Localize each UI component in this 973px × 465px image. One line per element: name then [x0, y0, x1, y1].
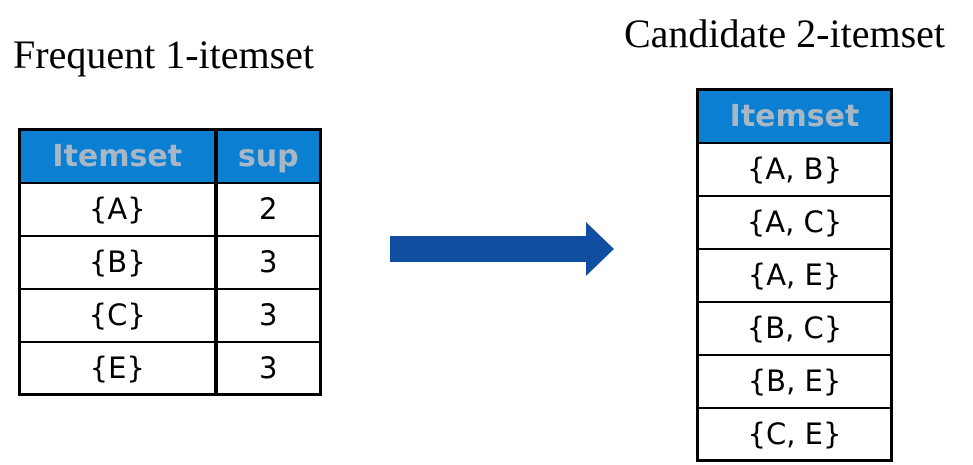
table-row: {B, C} — [696, 300, 893, 356]
table-row: {E} 3 — [18, 340, 322, 396]
itemset-cell: {C, E} — [696, 406, 893, 462]
sup-cell: 3 — [214, 340, 322, 396]
itemset-cell: {A, E} — [696, 247, 893, 303]
itemset-cell: {A, C} — [696, 194, 893, 250]
sup-cell: 3 — [214, 234, 322, 290]
sup-cell: 3 — [214, 287, 322, 343]
itemset-cell: {B} — [18, 234, 218, 290]
table-row: {A, E} — [696, 247, 893, 303]
frequent-1-itemset-table: Itemset sup {A} 2 {B} 3 {C} 3 {E} 3 — [18, 128, 322, 396]
itemset-column-header: Itemset — [18, 128, 218, 184]
arrow-shape — [390, 222, 614, 276]
table-row: {C, E} — [696, 406, 893, 462]
itemset-cell: {A, B} — [696, 141, 893, 197]
itemset-cell: {B, C} — [696, 300, 893, 356]
itemset-column-header: Itemset — [696, 88, 893, 144]
sup-column-header: sup — [214, 128, 322, 184]
right-arrow-icon — [390, 222, 614, 276]
table-header-row: Itemset sup — [18, 128, 322, 184]
candidate-2-itemset-title: Candidate 2-itemset — [624, 11, 946, 56]
itemset-cell: {E} — [18, 340, 218, 396]
table-row: {A} 2 — [18, 181, 322, 237]
sup-cell: 2 — [214, 181, 322, 237]
table-row: {C} 3 — [18, 287, 322, 343]
frequent-1-itemset-title: Frequent 1-itemset — [13, 32, 315, 77]
table-header-row: Itemset — [696, 88, 893, 144]
table-row: {A, C} — [696, 194, 893, 250]
table-row: {A, B} — [696, 141, 893, 197]
table-row: {B} 3 — [18, 234, 322, 290]
itemset-cell: {C} — [18, 287, 218, 343]
itemset-cell: {B, E} — [696, 353, 893, 409]
candidate-2-itemset-table: Itemset {A, B} {A, C} {A, E} {B, C} {B, … — [696, 88, 893, 462]
itemset-cell: {A} — [18, 181, 218, 237]
table-row: {B, E} — [696, 353, 893, 409]
